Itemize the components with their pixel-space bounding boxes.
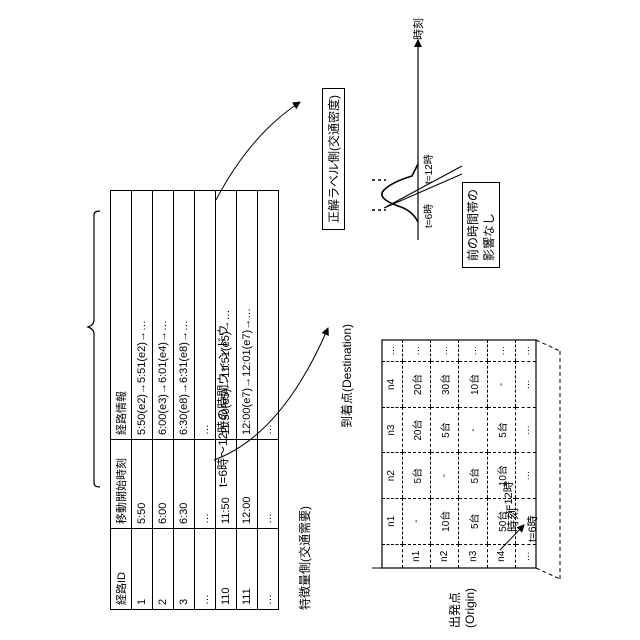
od-matrix-cell: - — [487, 362, 515, 408]
od-matrix-cell: 10台 — [431, 498, 459, 544]
od-matrix-row: n1-5台20台20台… — [402, 340, 430, 568]
od-matrix-header-cell: n1 — [382, 498, 402, 544]
od-matrix-cell: 5台 — [487, 407, 515, 453]
od-matrix-cell: 20台 — [402, 407, 430, 453]
od-matrix-cell: … — [487, 340, 515, 362]
window-label: t=6時〜12時の時間ウィンドウ — [214, 325, 231, 487]
od-matrix-header-cell: n2 — [382, 453, 402, 499]
od-matrix-cell: … — [459, 340, 487, 362]
label-side-t-end: t=12時 — [420, 154, 435, 184]
od-matrix-cell: … — [516, 453, 536, 499]
label-side-t-start: t=6時 — [420, 204, 435, 228]
od-matrix-cell: … — [516, 407, 536, 453]
od-matrix-cell: 5台 — [402, 453, 430, 499]
note-box: 前の時間帯の 影響なし — [462, 182, 500, 268]
od-matrix-table: n1n2n3n4…n1-5台20台20台…n210台-5台30台…n35台5台-… — [382, 340, 536, 568]
od-matrix-header-cell: n4 — [382, 362, 402, 408]
label-side-title: 正解ラベル側(交通密度) — [322, 88, 345, 230]
od-matrix-cell: - — [459, 407, 487, 453]
od-matrix-cell: - — [431, 453, 459, 499]
od-matrix-cell: 5台 — [431, 407, 459, 453]
od-matrix-header-cell: … — [382, 340, 402, 362]
cube-time-axis-start: t=6時 — [524, 515, 540, 542]
od-matrix-cell: … — [402, 340, 430, 362]
od-matrix-row: n450台10台5台-… — [487, 340, 515, 568]
note-line1: 前の時間帯の — [465, 189, 481, 261]
origin-label-line1: 出発点 — [448, 588, 463, 628]
od-matrix-header-row: n1n2n3n4… — [382, 340, 402, 568]
arrow-to-od-cube — [214, 328, 328, 460]
cube-time-axis-end: t=12時 — [500, 481, 516, 514]
label-side-axis-label: 時刻 — [410, 18, 426, 40]
od-matrix-cell: n2 — [431, 544, 459, 568]
od-matrix-cell: - — [402, 498, 430, 544]
od-matrix-cell: 5台 — [459, 453, 487, 499]
note-line2: 影響なし — [481, 189, 497, 261]
origin-label: 出発点 (Origin) — [448, 588, 478, 628]
od-matrix-cell: n1 — [402, 544, 430, 568]
destination-label: 到着点(Destination) — [338, 324, 355, 428]
od-matrix-cell: n3 — [459, 544, 487, 568]
od-matrix-cell: 10台 — [459, 362, 487, 408]
arrow-to-label-side — [216, 102, 300, 200]
od-matrix-cell: n4 — [487, 544, 515, 568]
od-matrix-cell: … — [431, 340, 459, 362]
od-matrix-cell: … — [516, 340, 536, 362]
od-matrix-header-cell: n3 — [382, 407, 402, 453]
od-matrix-body: n1n2n3n4…n1-5台20台20台…n210台-5台30台…n35台5台-… — [382, 340, 536, 568]
od-matrix-cell: … — [516, 544, 536, 568]
od-matrix-cell: 20台 — [402, 362, 430, 408]
od-matrix-cell: 30台 — [431, 362, 459, 408]
od-matrix-cell: 5台 — [459, 498, 487, 544]
od-matrix-row: n35台5台-10台… — [459, 340, 487, 568]
od-matrix-row: n210台-5台30台… — [431, 340, 459, 568]
feature-side-label: 特徴量側(交通需要) — [296, 506, 313, 610]
od-matrix-header-cell — [382, 544, 402, 568]
origin-label-line2: (Origin) — [463, 588, 478, 628]
od-matrix-cell: … — [516, 362, 536, 408]
route-brace — [88, 211, 100, 487]
